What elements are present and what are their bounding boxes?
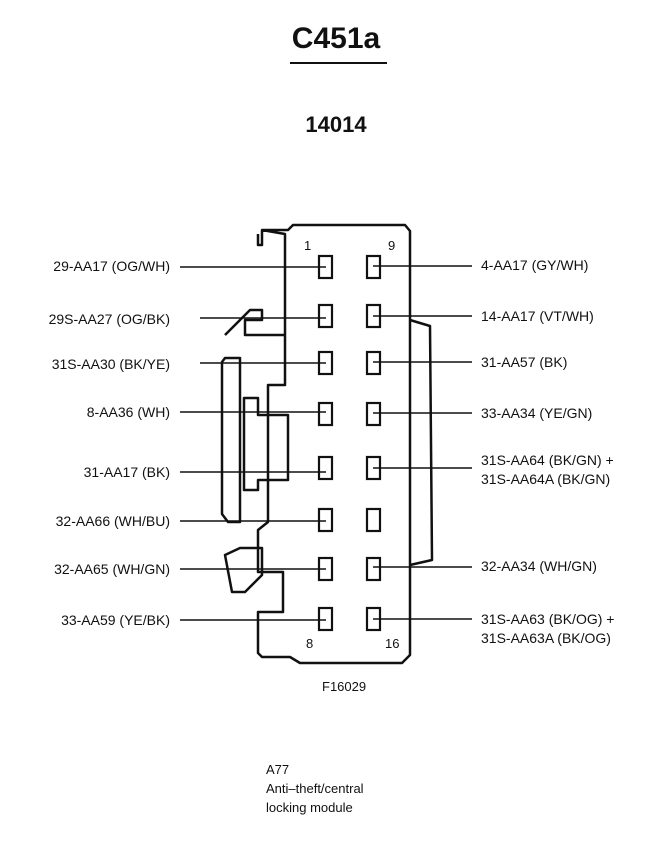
leader-lines — [180, 265, 472, 621]
pin-number-9: 9 — [388, 238, 396, 253]
cavity-pin-6 — [317, 507, 334, 533]
pin-number-1: 1 — [304, 238, 312, 253]
component-description-line-2: locking module — [266, 800, 353, 815]
wire-label-pin-9: 4-AA17 (GY/WH) — [481, 257, 589, 273]
wire-label-pin-16-line-2: 31S-AA63A (BK/OG) — [481, 630, 611, 646]
component-code: A77 — [266, 762, 290, 777]
wire-label-pin-3: 31S-AA30 (BK/YE) — [51, 356, 170, 372]
latch-outline — [220, 356, 242, 524]
component-caption: A77 Anti–theft/central locking module — [266, 760, 364, 817]
right-bracket — [409, 318, 434, 567]
pin-cavities — [317, 254, 382, 632]
pin-number-16: 16 — [385, 636, 400, 651]
wire-label-pin-6: 32-AA66 (WH/BU) — [55, 513, 170, 529]
wire-label-pin-8: 33-AA59 (YE/BK) — [61, 612, 170, 628]
cavity-pin-15 — [365, 556, 382, 582]
component-description-line-1: Anti–theft/central — [266, 781, 364, 796]
wire-label-pin-4: 8-AA36 (WH) — [86, 404, 170, 420]
wire-label-pin-13-line-2: 31S-AA64A (BK/GN) — [481, 471, 611, 487]
cavity-pin-2 — [317, 303, 334, 329]
wire-label-pin-11: 31-AA57 (BK) — [481, 354, 568, 370]
wire-label-pin-16-line-1: 31S-AA63 (BK/OG) + — [481, 611, 615, 627]
wire-label-pin-12: 33-AA34 (YE/GN) — [481, 405, 593, 421]
wire-label-pin-15: 32-AA34 (WH/GN) — [481, 558, 597, 574]
connector-id: C451a — [291, 22, 381, 55]
wire-label-pin-2: 29S-AA27 (OG/BK) — [48, 311, 170, 327]
cavity-pin-11 — [365, 350, 382, 376]
title-underline — [290, 62, 387, 64]
wire-label-pin-13-line-1: 31S-AA64 (BK/GN) + — [481, 452, 614, 468]
wire-label-pin-7: 32-AA65 (WH/GN) — [54, 561, 170, 577]
wire-label-pin-10: 14-AA17 (VT/WH) — [481, 308, 594, 324]
wire-label-pin-5: 31-AA17 (BK) — [83, 464, 170, 480]
cavity-pin-5 — [317, 455, 334, 481]
latch-window — [242, 396, 290, 492]
pin-number-8: 8 — [306, 636, 314, 651]
wire-label-pin-1: 29-AA17 (OG/WH) — [53, 258, 170, 274]
latch-lower-ramp — [223, 546, 264, 594]
cavity-pin-12 — [365, 401, 382, 427]
cavity-pin-14 — [365, 507, 382, 533]
cavity-pin-4 — [317, 401, 334, 427]
figure-reference: F16029 — [322, 679, 367, 694]
cavity-pin-8 — [317, 606, 334, 632]
cavity-pin-9 — [365, 254, 382, 280]
part-number: 14014 — [305, 112, 367, 137]
latch-upper-ramp — [224, 308, 285, 337]
connector-body-outline — [256, 223, 412, 665]
